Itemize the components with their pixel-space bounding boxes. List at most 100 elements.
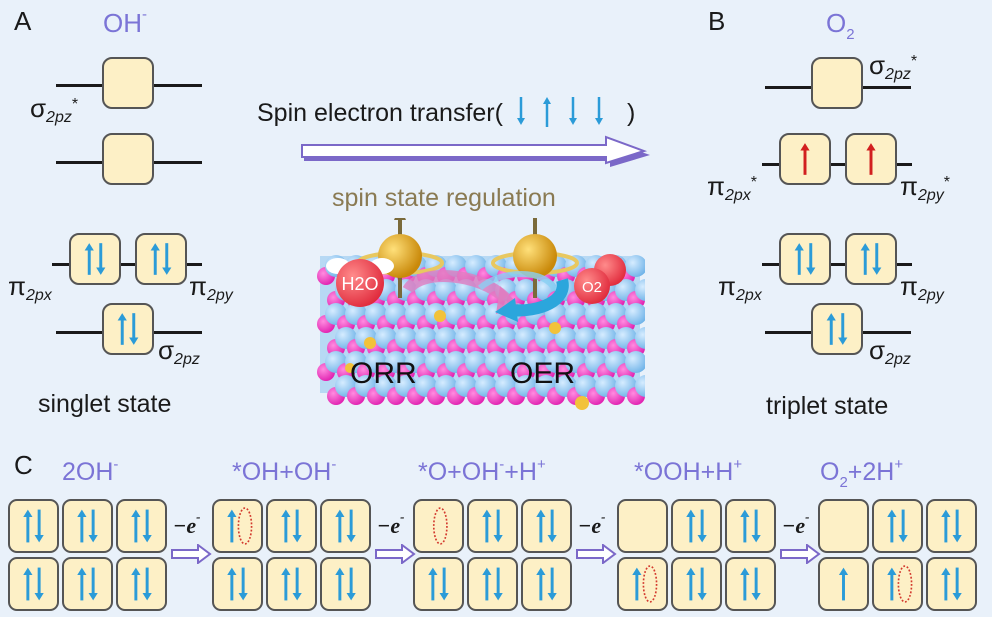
step-arrow-icon: [374, 543, 416, 565]
label-pi-2py: π2py: [900, 271, 944, 304]
orbital-box: [926, 499, 977, 553]
orbital-box: [617, 557, 668, 611]
orbital-sigma-antibonding: [102, 57, 154, 109]
electron-hole-marker: [432, 507, 448, 545]
orbital-box: [467, 557, 518, 611]
energy-level-line: [52, 263, 202, 266]
spin-down-arrow: [516, 97, 525, 125]
orbital-pi-2py-antibonding: [845, 133, 897, 185]
orbital-box: [62, 499, 113, 553]
panel-b-species: O2: [826, 8, 855, 43]
label-sigma-2pz-antibonding: σ2pz*: [869, 50, 918, 83]
spin-transfer-text: Spin electron transfer(: [257, 99, 503, 127]
species-base: OH: [103, 8, 142, 38]
spin-transfer-close-paren: ): [626, 99, 636, 127]
transfer-spin-arrows: [503, 97, 627, 127]
o2-molecule-icon: O2: [574, 254, 626, 304]
orbital-pi-2px: [69, 233, 121, 285]
spin-transfer-label: Spin electron transfer(): [257, 97, 635, 128]
label-sigma-2pz: σ2pz: [869, 335, 911, 368]
orbital-box: [212, 557, 263, 611]
orbital-pi-2py: [845, 233, 897, 285]
stage-label: O2+2H+: [820, 456, 904, 491]
species-base: O: [826, 8, 847, 38]
catalyst-surface-illustration: H2O O2 ORR OER: [317, 218, 645, 410]
orbital-box: [8, 557, 59, 611]
oer-label: OER: [510, 357, 575, 390]
electron-hole-marker: [237, 507, 253, 545]
orbital-box: [8, 499, 59, 553]
label-pi-2px-antibonding: π2px*: [707, 171, 757, 204]
oer-curved-arrow: [509, 278, 569, 317]
orbital-box: [872, 557, 923, 611]
orbital-box: [266, 557, 317, 611]
spin-up-arrow: [542, 97, 551, 127]
stage-label: *OH+OH-: [232, 456, 337, 486]
energy-level-line: [762, 263, 912, 266]
spin-state-regulation-label: spin state regulation: [332, 184, 556, 212]
orbital-pi-2py: [135, 233, 187, 285]
orbital-box: [467, 499, 518, 553]
species-subscript: 2: [846, 26, 855, 43]
stage-label: *O+OH-+H+: [418, 456, 546, 486]
orbital-sigma-2pz: [102, 303, 154, 355]
orbital-box: [521, 499, 572, 553]
minus-electron-label: −e-: [782, 509, 810, 538]
panel-c-letter: C: [14, 450, 33, 480]
panel-b-letter: B: [708, 6, 726, 36]
orbital-box: [212, 499, 263, 553]
orbital-box: [521, 557, 572, 611]
orbital-box: [62, 557, 113, 611]
spin-down-arrow: [568, 97, 577, 125]
stage-label: *OOH+H+: [634, 456, 743, 486]
orbital-sigma-antibonding: [811, 57, 863, 109]
orbital-pi-2px-antibonding: [779, 133, 831, 185]
spin-transfer-arrow-icon: [301, 135, 650, 167]
step-arrow-icon: [779, 543, 821, 565]
orbital-box: [266, 499, 317, 553]
panel-a-state-label: singlet state: [38, 390, 172, 418]
orbital-box: [725, 557, 776, 611]
orbital-box: [926, 557, 977, 611]
energy-level-line: [762, 163, 912, 166]
label-sigma-2pz: σ2pz: [158, 335, 200, 368]
orr-label: ORR: [350, 357, 417, 390]
orbital-pi-2px: [779, 233, 831, 285]
h2o-label: H2O: [341, 274, 378, 294]
orbital-box: [413, 499, 464, 553]
panel-a-letter: A: [14, 6, 32, 36]
minus-electron-label: −e-: [578, 509, 606, 538]
minus-electron-label: −e-: [173, 509, 201, 538]
orbital-box: [671, 557, 722, 611]
orbital-box: [320, 499, 371, 553]
orbital-box: [872, 499, 923, 553]
step-arrow-icon: [170, 543, 212, 565]
label-pi-2px: π2px: [8, 271, 52, 304]
orbital-nonbonding: [102, 133, 154, 185]
orr-curved-arrow: [402, 270, 510, 303]
h2o-molecule-icon: H2O: [326, 258, 394, 307]
label-pi-2py-antibonding: π2py*: [900, 171, 950, 204]
orbital-box: [725, 499, 776, 553]
electron-hole-marker: [642, 565, 658, 603]
species-charge: -: [142, 6, 147, 23]
orbital-box: [413, 557, 464, 611]
orbital-box: [116, 499, 167, 553]
orbital-box: [818, 557, 869, 611]
minus-electron-label: −e-: [377, 509, 405, 538]
orbital-box: [320, 557, 371, 611]
stage-label: 2OH-: [62, 456, 119, 486]
label-sigma-2pz-antibonding: σ2pz*: [30, 93, 79, 126]
panel-b-state-label: triplet state: [766, 392, 889, 420]
o2-label: O2: [582, 279, 602, 296]
panel-a-species: OH-: [103, 6, 147, 39]
orbital-box: [617, 499, 668, 553]
step-arrow-icon: [575, 543, 617, 565]
label-pi-2px: π2px: [718, 271, 762, 304]
spin-down-arrow: [594, 97, 603, 125]
orbital-sigma-2pz: [811, 303, 863, 355]
label-pi-2py: π2py: [189, 271, 233, 304]
orbital-box: [116, 557, 167, 611]
orbital-box: [818, 499, 869, 553]
electron-hole-marker: [897, 565, 913, 603]
